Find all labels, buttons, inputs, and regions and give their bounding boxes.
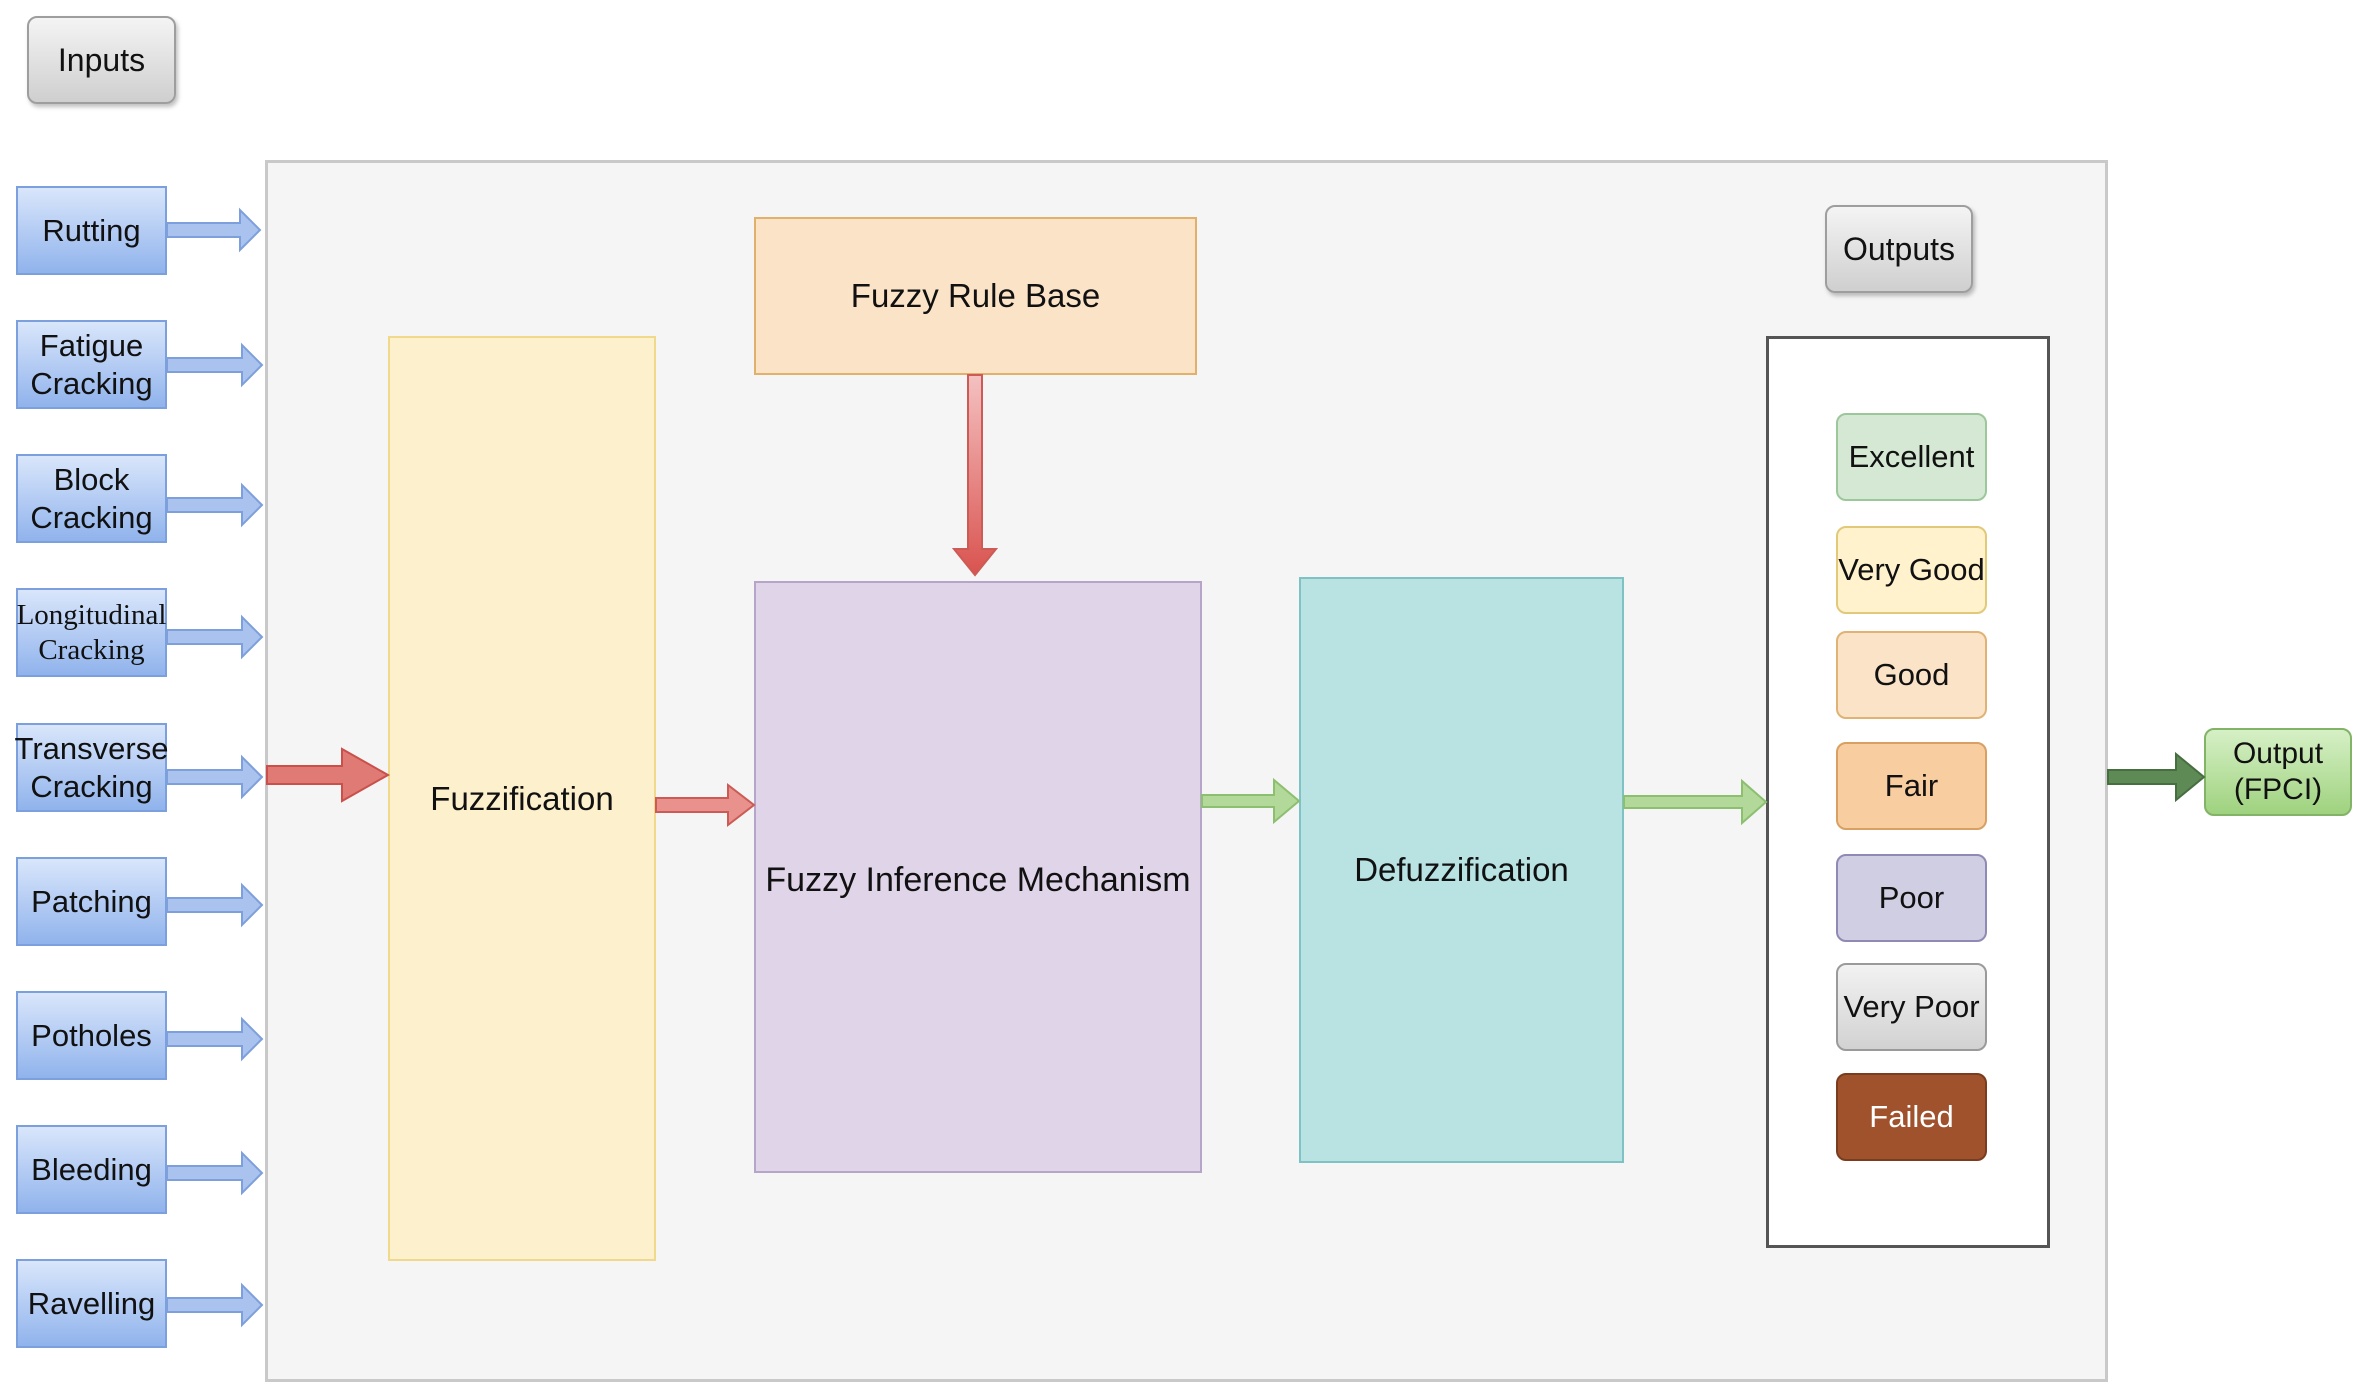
output-very-good: Very Good — [1836, 526, 1987, 614]
input-fatigue-cracking: Fatigue Cracking — [16, 320, 167, 409]
fuzzy-inference-block: Fuzzy Inference Mechanism — [754, 581, 1202, 1173]
output-fair: Fair — [1836, 742, 1987, 830]
input-longitudinal-cracking: Longitudinal Cracking — [16, 588, 167, 677]
arrow-block-cracking — [166, 482, 264, 528]
arrow-longitudinal-cracking — [166, 614, 264, 660]
arrow-defuzzification-to-outputs — [1623, 778, 1768, 826]
arrow-patching — [166, 882, 264, 928]
arrow-transverse-cracking — [166, 754, 264, 800]
input-patching: Patching — [16, 857, 167, 946]
output-failed: Failed — [1836, 1073, 1987, 1161]
arrow-rutting — [166, 207, 262, 253]
input-rutting: Rutting — [16, 186, 167, 275]
inputs-header: Inputs — [27, 16, 176, 104]
arrow-inference-to-defuzzification — [1201, 777, 1301, 825]
input-ravelling: Ravelling — [16, 1259, 167, 1348]
input-bleeding: Bleeding — [16, 1125, 167, 1214]
arrow-potholes — [166, 1016, 264, 1062]
arrow-fuzzification-to-inference — [655, 782, 756, 828]
arrow-rulebase-to-inference — [951, 374, 999, 577]
outputs-header: Outputs — [1825, 205, 1973, 293]
input-potholes: Potholes — [16, 991, 167, 1080]
input-transverse-cracking: Transverse Cracking — [15, 723, 168, 812]
input-block-cracking: Block Cracking — [16, 454, 167, 543]
output-very-poor: Very Poor — [1836, 963, 1987, 1051]
fuzzy-rule-base-block: Fuzzy Rule Base — [754, 217, 1197, 375]
output-poor: Poor — [1836, 854, 1987, 942]
output-excellent: Excellent — [1836, 413, 1987, 501]
arrow-fatigue-cracking — [166, 342, 264, 388]
arrow-ravelling — [166, 1282, 264, 1328]
defuzzification-block: Defuzzification — [1299, 577, 1624, 1163]
input-arrows — [166, 207, 264, 1328]
output-good: Good — [1836, 631, 1987, 719]
arrow-to-output-fpci — [2107, 751, 2206, 803]
arrow-to-fuzzification — [266, 747, 391, 803]
arrow-bleeding — [166, 1150, 264, 1196]
fuzzification-block: Fuzzification — [388, 336, 656, 1261]
output-fpci-block: Output (FPCI) — [2204, 728, 2352, 816]
